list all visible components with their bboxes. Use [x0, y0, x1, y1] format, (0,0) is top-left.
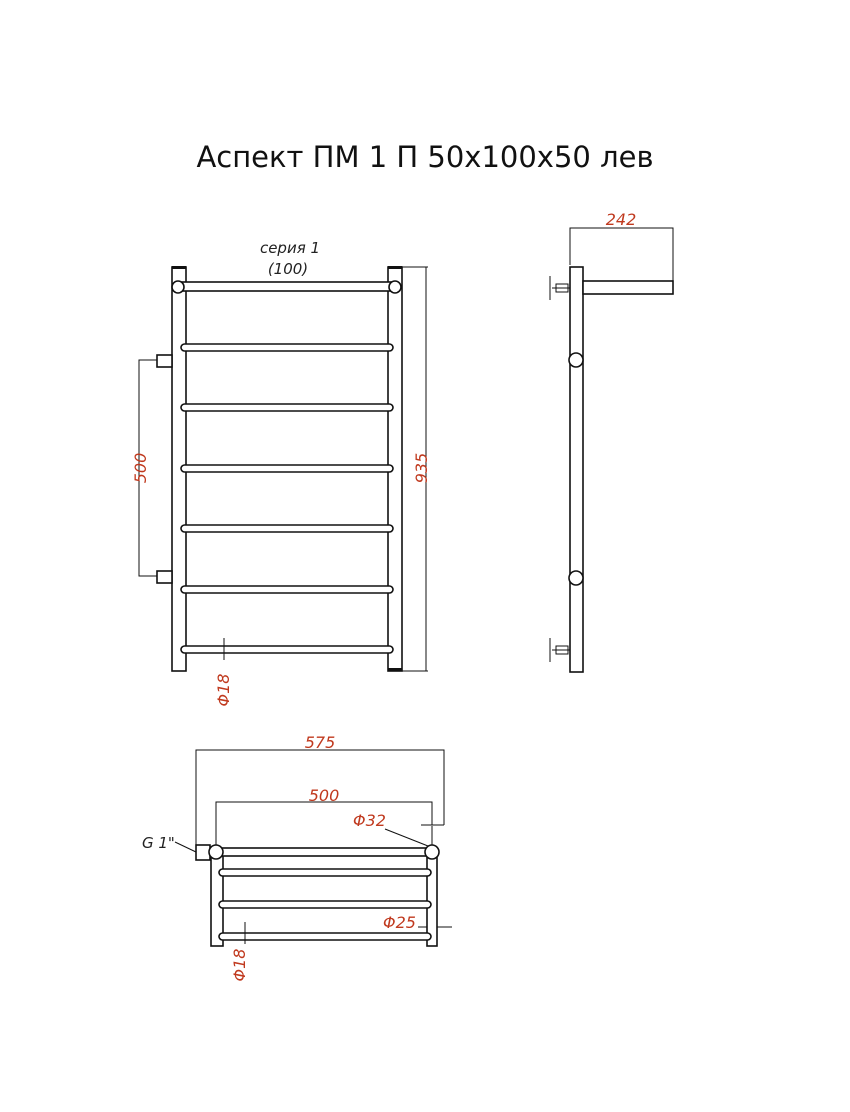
dim-post-32: Φ32 [353, 811, 386, 830]
dim-rung-diameter: Φ18 [214, 674, 233, 707]
dim-connection-500: 500 [131, 453, 150, 484]
rung [180, 403, 394, 412]
dim-width-575: 575 [305, 733, 336, 752]
side-arm [582, 280, 674, 295]
rung [180, 585, 394, 594]
top-bar [179, 281, 396, 292]
front-view: серия 1 (100) 500 935 Φ18 [131, 239, 431, 706]
side-view: 242 [549, 210, 674, 673]
side-post [569, 266, 584, 673]
top-right-post [426, 851, 438, 947]
series-value: (100) [268, 260, 308, 278]
series-label: серия 1 [260, 239, 320, 257]
valve-bottom [549, 638, 570, 662]
connector-bottom [156, 570, 173, 584]
thread-fitting [195, 844, 211, 861]
connector-top [156, 354, 173, 368]
dim-post-25: Φ25 [383, 913, 416, 932]
dim-height-935: 935 [412, 453, 431, 484]
dim-rung-18-top: Φ18 [230, 949, 249, 982]
rungs [180, 343, 394, 654]
top-view: 575 500 G 1" Φ32 Φ25 Φ18 [142, 733, 452, 981]
dim-depth-242: 242 [606, 210, 637, 229]
drawing-title: Аспект ПМ 1 П 50х100х50 лев [196, 140, 654, 174]
rung [180, 464, 394, 473]
top-left-post [210, 851, 224, 947]
rung [180, 343, 394, 352]
dim-connection-500-top: 500 [309, 786, 340, 805]
rung [180, 524, 394, 533]
rung [180, 645, 394, 654]
thread-label: G 1" [142, 834, 175, 852]
valve-top [549, 276, 570, 300]
